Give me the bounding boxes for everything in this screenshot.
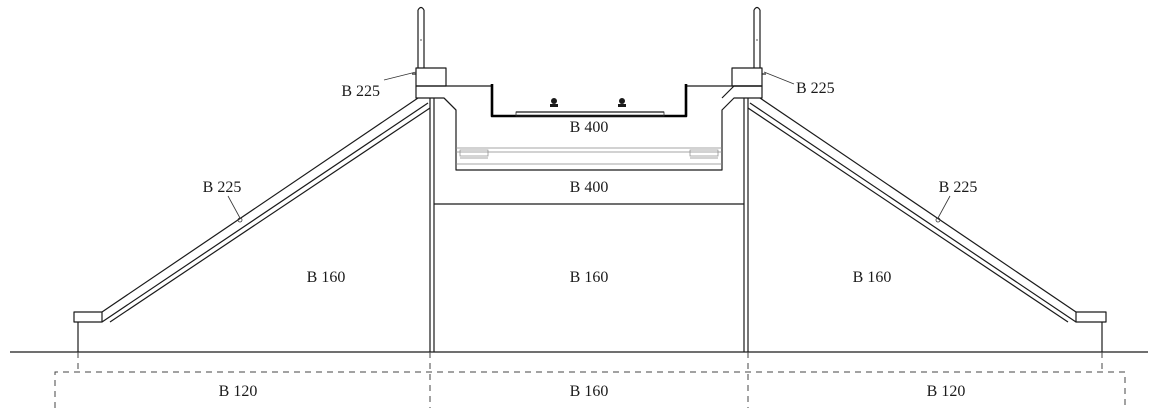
label-left-parapet: B 225 [341, 83, 380, 100]
label-foundation-left: B 120 [219, 383, 258, 400]
label-fill-left: B 160 [307, 269, 346, 286]
right-parapet [731, 6, 766, 87]
foundation-outline [54, 352, 1126, 408]
label-foundation-right: B 120 [927, 383, 966, 400]
leader-lines [227, 71, 951, 219]
label-left-slope: B 225 [203, 179, 242, 196]
label-fill-center: B 160 [570, 269, 609, 286]
label-right-parapet: B 225 [796, 80, 835, 97]
pier-walls [429, 98, 749, 352]
left-parapet [412, 6, 447, 87]
label-fill-right: B 160 [853, 269, 892, 286]
label-deck-lower: B 400 [570, 179, 609, 196]
left-embankment [73, 97, 431, 352]
right-embankment [747, 97, 1107, 352]
label-foundation-center: B 160 [570, 383, 609, 400]
label-deck-upper: B 400 [570, 119, 609, 136]
label-right-slope: B 225 [939, 179, 978, 196]
